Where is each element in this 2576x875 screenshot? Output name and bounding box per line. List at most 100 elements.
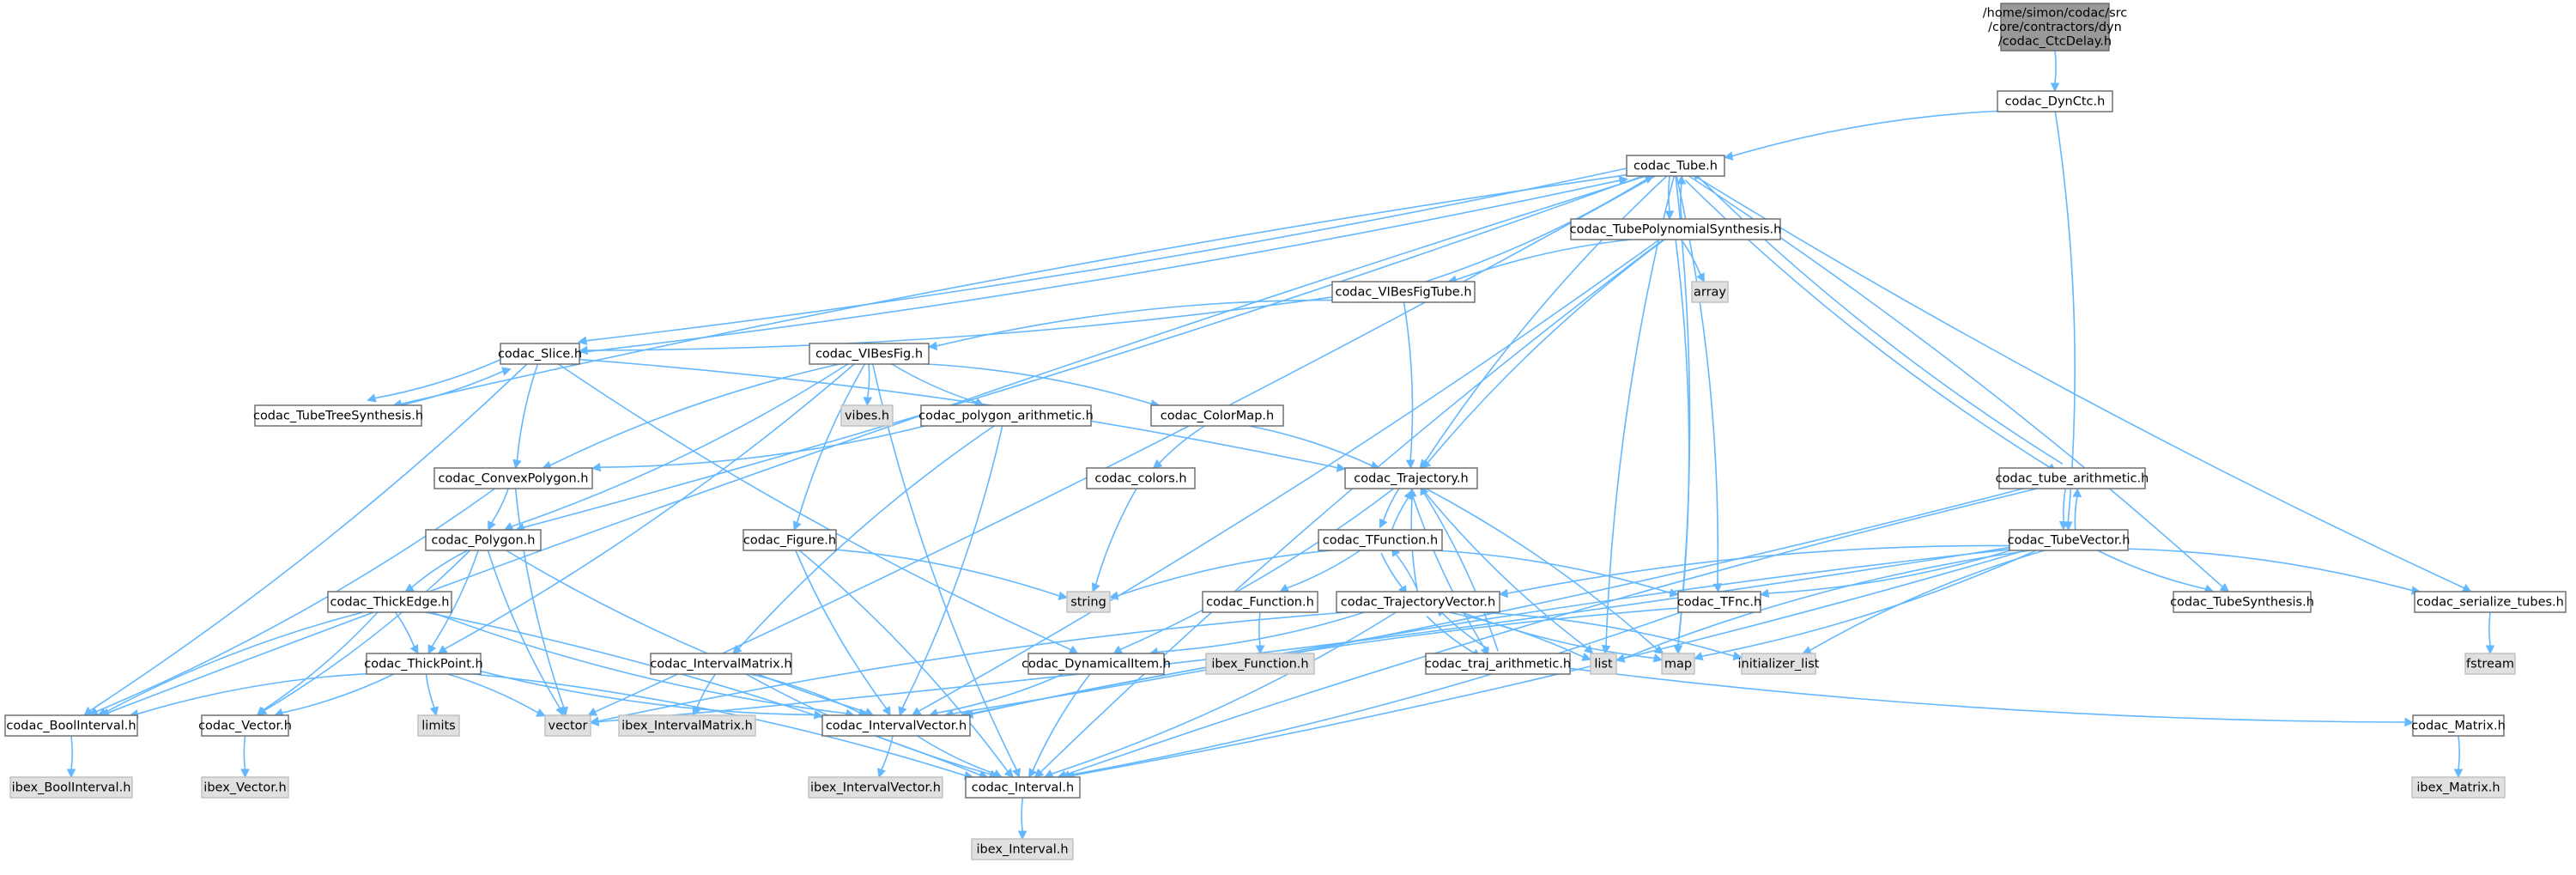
node-figure[interactable]: codac_Figure.h: [742, 529, 837, 551]
edge-arrowhead: [1732, 651, 1743, 661]
node-tube-synthesis[interactable]: codac_TubeSynthesis.h: [2170, 591, 2314, 613]
node-trajectory-vector[interactable]: codac_TrajectoryVector.h: [1336, 591, 1500, 613]
node-label: codac_DynCtc.h: [2005, 95, 2106, 109]
node-thick-point[interactable]: codac_ThickPoint.h: [364, 653, 483, 675]
edge-line: [1032, 673, 1091, 771]
node-polygon-arithmetic[interactable]: codac_polygon_arithmetic.h: [918, 404, 1094, 427]
node-box: [1202, 591, 1318, 613]
node-box: [366, 653, 482, 675]
edge-vibes-fig-to-convex-polygon: [542, 363, 840, 470]
edge-line: [1675, 175, 1691, 647]
node-label: codac_TFnc.h: [1677, 596, 1761, 610]
edge-arrowhead: [1723, 151, 1734, 161]
edge-arrowhead: [2219, 582, 2230, 592]
edge-tube-vector-to-interval-vector: [960, 549, 2010, 719]
edge-line: [431, 611, 847, 714]
node-interval-matrix[interactable]: codac_IntervalMatrix.h: [650, 653, 792, 675]
nodes-layer: /home/simon/codac/src/core/contractors/d…: [4, 3, 2567, 860]
node-label: list: [1594, 658, 1613, 671]
edge-arrowhead: [882, 706, 891, 716]
node-tube-arithmetic[interactable]: codac_tube_arithmetic.h: [1996, 467, 2149, 489]
edge-line: [835, 549, 1060, 597]
node-slice[interactable]: codac_Slice.h: [498, 343, 582, 365]
node-vector[interactable]: codac_Vector.h: [198, 714, 292, 737]
edge-vibes-fig-to-vibes: [863, 363, 873, 407]
node-box: [1318, 529, 1443, 551]
node-tfnc[interactable]: codac_TFnc.h: [1677, 591, 1761, 613]
node-matrix[interactable]: codac_Matrix.h: [2411, 714, 2506, 737]
node-vibes-fig[interactable]: codac_VIBesFig.h: [809, 343, 930, 365]
node-traj-arithmetic[interactable]: codac_traj_arithmetic.h: [1425, 653, 1571, 675]
edge-line: [1680, 239, 1701, 276]
edge-line: [579, 179, 1621, 354]
node-label: string: [1070, 596, 1106, 610]
node-thick-edge[interactable]: codac_ThickEdge.h: [327, 591, 452, 613]
node-interval[interactable]: codac_Interval.h: [965, 776, 1081, 799]
edge-line: [927, 363, 1152, 405]
edge-arrowhead: [2050, 82, 2060, 93]
edge-thick-point-to-interval-vector: [480, 670, 824, 720]
node-interval-vector[interactable]: codac_IntervalVector.h: [821, 714, 971, 737]
edge-thick-edge-to-thick-point: [394, 611, 419, 654]
edge-line: [1427, 239, 1665, 464]
node-box: [500, 343, 580, 365]
edge-polygon-to-thick-point: [427, 550, 479, 655]
node-box: [1997, 90, 2113, 112]
node-colors[interactable]: codac_colors.h: [1086, 467, 1196, 489]
node-tube[interactable]: codac_Tube.h: [1626, 155, 1725, 177]
node-label: vector: [549, 720, 588, 733]
edge-line: [2097, 550, 2207, 590]
edge-figure-to-interval: [798, 550, 1014, 778]
edge-arrowhead: [1336, 463, 1347, 472]
node-tube-vector[interactable]: codac_TubeVector.h: [2008, 529, 2131, 551]
edge-tube-vector-to-tube-arithmetic: [2072, 488, 2082, 531]
node-convex-polygon[interactable]: codac_ConvexPolygon.h: [433, 467, 593, 489]
edge-interval-vector-to-ibex-interval-vector: [876, 735, 894, 779]
edge-dynamical-item-to-interval: [1028, 673, 1091, 778]
node-label: ibex_Interval.h: [976, 843, 1068, 857]
node-box: [2464, 653, 2516, 675]
edge-line: [243, 735, 246, 770]
edge-tube-polynomial-synthesis-to-tube: [1676, 174, 1687, 220]
node-bool-interval[interactable]: codac_BoolInterval.h: [4, 714, 138, 737]
node-dynamical-item[interactable]: codac_DynamicalItem.h: [1021, 653, 1171, 675]
node-trajectory[interactable]: codac_Trajectory.h: [1344, 467, 1478, 489]
node-box: [1425, 653, 1571, 675]
node-ibex-vector: ibex_Vector.h: [201, 776, 289, 799]
node-serialize-tubes[interactable]: codac_serialize_tubes.h: [2414, 591, 2567, 613]
edge-arrowhead: [1759, 588, 1770, 599]
edge-line: [480, 670, 815, 716]
edge-slice-to-tube: [579, 175, 1629, 354]
edge-arrowhead: [1012, 768, 1021, 779]
node-dyn-ctc[interactable]: codac_DynCtc.h: [1997, 90, 2113, 112]
edge-arrowhead: [501, 367, 512, 376]
node-polygon[interactable]: codac_Polygon.h: [425, 529, 542, 551]
node-color-map[interactable]: codac_ColorMap.h: [1150, 404, 1284, 427]
node-function[interactable]: codac_Function.h: [1202, 591, 1318, 613]
edge-line: [1421, 488, 1588, 649]
node-root[interactable]: /home/simon/codac/src/core/contractors/d…: [1983, 3, 2128, 52]
edge-line: [1425, 179, 1647, 283]
node-tube-tree-synthesis[interactable]: codac_TubeTreeSynthesis.h: [253, 404, 423, 427]
edge-convex-polygon-to-polygon: [488, 488, 509, 532]
edge-matrix-to-ibex-matrix: [2453, 735, 2464, 779]
node-box: [742, 529, 837, 551]
node-tube-polynomial-synthesis[interactable]: codac_TubePolynomialSynthesis.h: [1570, 218, 1782, 240]
edge-line: [2488, 611, 2491, 647]
edge-line: [866, 363, 870, 398]
edge-line: [1258, 611, 1261, 647]
edge-line: [394, 611, 415, 647]
edge-tube-polynomial-synthesis-to-interval-vector: [911, 239, 1660, 716]
node-label: codac_tube_arithmetic.h: [1996, 472, 2149, 486]
edge-line: [2054, 50, 2057, 84]
node-tfunction[interactable]: codac_TFunction.h: [1318, 529, 1443, 551]
node-label: codac_Function.h: [1206, 596, 1314, 610]
node-box: [808, 776, 943, 799]
node-label: codac_Polygon.h: [432, 534, 536, 548]
edge-thick-point-to-vector: [447, 673, 547, 717]
edge-line: [1157, 611, 1365, 653]
node-vibes-fig-tube[interactable]: codac_VIBesFigTube.h: [1331, 281, 1476, 303]
node-label: codac_VIBesFigTube.h: [1335, 286, 1471, 300]
edge-tube-polynomial-synthesis-to-trajectory: [1421, 239, 1665, 469]
edge-line: [2127, 548, 2413, 592]
